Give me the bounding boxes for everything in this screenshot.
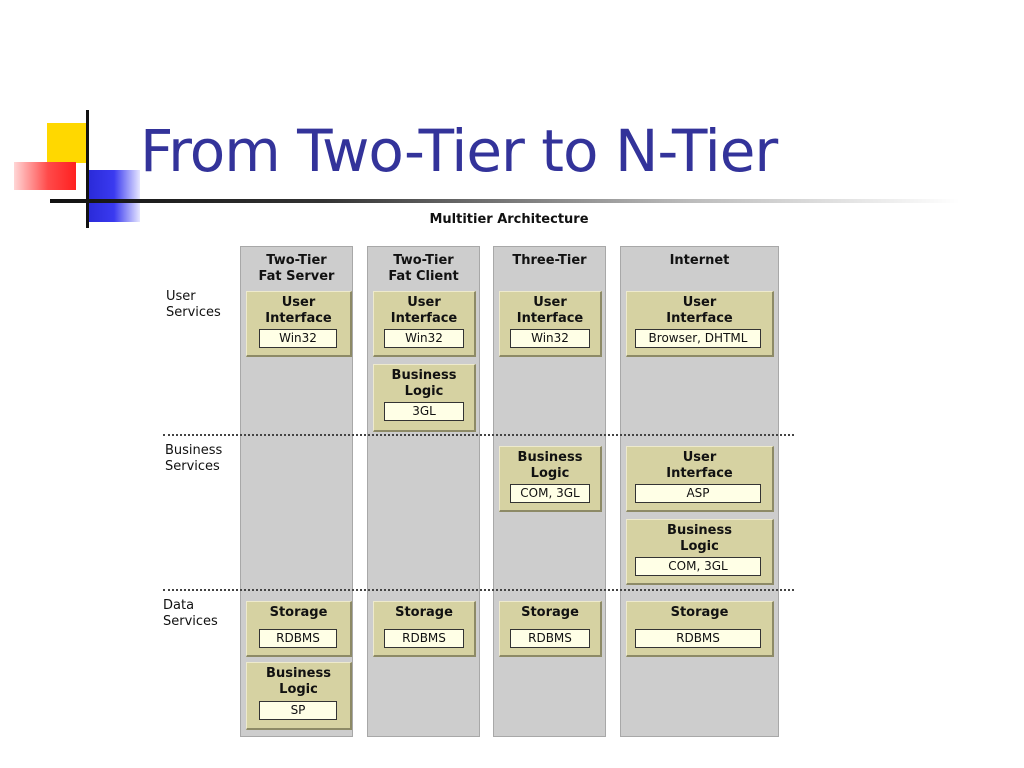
box-title: Business Logic xyxy=(667,523,732,554)
box-user-interface: User Interface Browser, DHTML xyxy=(626,291,774,357)
tech-label: COM, 3GL xyxy=(510,484,590,503)
column-header: Two-Tier Fat Server xyxy=(258,253,335,284)
tech-label: COM, 3GL xyxy=(635,557,761,576)
column-header: Two-Tier Fat Client xyxy=(388,253,459,284)
box-title: Business Logic xyxy=(266,666,331,697)
box-storage: Storage RDBMS xyxy=(499,601,602,657)
row-label-business-services: Business Services xyxy=(165,443,223,474)
slide-title: From Two-Tier to N-Tier xyxy=(140,117,778,185)
box-business-logic: Business Logic 3GL xyxy=(373,364,476,432)
box-storage: Storage RDBMS xyxy=(373,601,476,657)
divider-user-business xyxy=(163,434,794,436)
box-title: User Interface xyxy=(265,295,332,326)
box-title: Storage xyxy=(269,605,328,620)
box-title: User Interface xyxy=(516,295,584,326)
box-title: Storage xyxy=(395,605,453,620)
box-business-logic: Business Logic COM, 3GL xyxy=(626,519,774,585)
box-title: Storage xyxy=(521,605,579,620)
diagram-title: Multitier Architecture xyxy=(429,212,589,227)
box-user-interface: User Interface Win32 xyxy=(373,291,476,357)
logo-blue-square xyxy=(88,170,140,222)
column-header: Internet xyxy=(669,253,730,268)
box-title: Storage xyxy=(670,605,729,620)
box-user-interface: User Interface Win32 xyxy=(246,291,352,357)
box-title: User Interface xyxy=(390,295,458,326)
box-user-interface: User Interface ASP xyxy=(626,446,774,512)
tech-label: RDBMS xyxy=(259,629,337,648)
box-storage: Storage RDBMS xyxy=(626,601,774,657)
tech-label: RDBMS xyxy=(510,629,590,648)
box-title: User Interface xyxy=(666,295,733,326)
box-business-logic: Business Logic COM, 3GL xyxy=(499,446,602,512)
box-title: Business Logic xyxy=(391,368,457,399)
title-underline xyxy=(50,199,960,203)
tech-label: ASP xyxy=(635,484,761,503)
divider-business-data xyxy=(163,589,794,591)
box-title: Business Logic xyxy=(517,450,583,481)
box-title: User Interface xyxy=(666,450,733,481)
box-business-logic: Business Logic SP xyxy=(246,662,352,730)
column-header: Three-Tier xyxy=(512,253,587,268)
tech-label: Browser, DHTML xyxy=(635,329,761,348)
logo-red-bar xyxy=(14,162,76,190)
tech-label: 3GL xyxy=(384,402,464,421)
tech-label: SP xyxy=(259,701,337,720)
logo-vertical-line xyxy=(86,110,89,228)
tech-label: RDBMS xyxy=(384,629,464,648)
box-storage: Storage RDBMS xyxy=(246,601,352,657)
tech-label: Win32 xyxy=(384,329,464,348)
logo-yellow-square xyxy=(47,123,87,163)
tech-label: RDBMS xyxy=(635,629,761,648)
tech-label: Win32 xyxy=(259,329,337,348)
tech-label: Win32 xyxy=(510,329,590,348)
box-user-interface: User Interface Win32 xyxy=(499,291,602,357)
row-label-data-services: Data Services xyxy=(163,598,218,629)
row-label-user-services: User Services xyxy=(166,289,221,320)
